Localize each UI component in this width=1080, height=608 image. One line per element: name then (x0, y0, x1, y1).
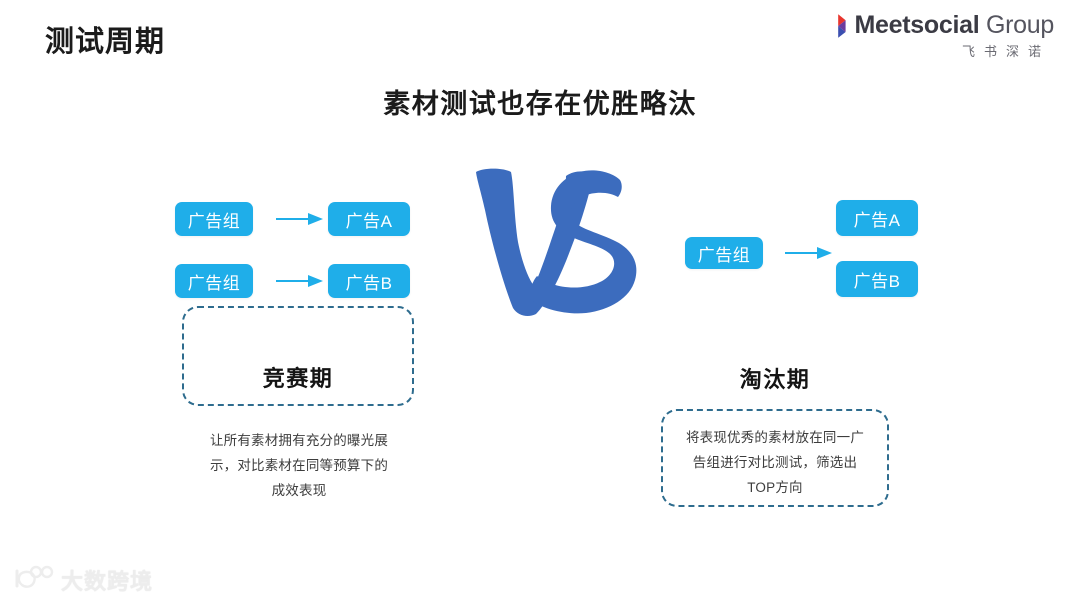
panda-logo-icon (14, 565, 54, 596)
meetsocial-chevron-icon (837, 13, 852, 39)
right-phase-dashed-box (661, 409, 889, 507)
left-phase-description-line: 示，对比素材在同等预算下的 (209, 458, 389, 473)
brand-name-chinese: 飞书深诺 (961, 44, 1050, 59)
right-arrow-icon (785, 244, 833, 262)
left-phase-description-line: 让所有素材拥有充分的曝光展 (209, 433, 389, 448)
right-source-chip: 广告组 (685, 237, 763, 269)
right-phase-description: 将表现优秀的素材放在同一广 告组进行对比测试，筛选出 TOP方向 (661, 425, 889, 500)
left-phase-description-line: 成效表现 (271, 483, 327, 498)
right-phase-label: 淘汰期 (739, 367, 811, 392)
brand-name: Meetsocial Group (854, 10, 1055, 39)
left-phase-label: 竞赛期 (262, 366, 334, 391)
brand-logo-row: Meetsocial Group (837, 12, 1054, 38)
brand-logo: Meetsocial Group 飞书深诺 (837, 12, 1054, 58)
right-phase-description-line: 将表现优秀的素材放在同一广 (685, 430, 865, 445)
left-row2-arrow-icon (276, 272, 324, 290)
left-row1-source-chip: 广告组 (175, 202, 253, 236)
page-title: 测试周期 (45, 26, 166, 58)
left-phase-description: 让所有素材拥有充分的曝光展 示，对比素材在同等预算下的 成效表现 (168, 428, 430, 503)
right-phase-description-line: TOP方向 (747, 480, 803, 495)
left-row2-target-chip: 广告B (328, 264, 410, 298)
right-phase-description-line: 告组进行对比测试，筛选出 (692, 455, 858, 470)
brand-name-light: Group (979, 10, 1054, 39)
watermark-text: 大数跨境 (61, 569, 154, 594)
brand-name-bold: Meetsocial (854, 10, 980, 39)
vs-brush-graphic (462, 158, 644, 338)
watermark: 大数跨境 (14, 564, 153, 596)
right-target-a-chip: 广告A (836, 200, 918, 236)
right-target-b-chip: 广告B (836, 261, 918, 297)
section-heading: 素材测试也存在优胜略汰 (383, 89, 697, 119)
left-row1-arrow-icon (276, 210, 324, 228)
left-row1-target-chip: 广告A (328, 202, 410, 236)
left-phase-dashed-box (182, 306, 414, 406)
left-row2-source-chip: 广告组 (175, 264, 253, 298)
